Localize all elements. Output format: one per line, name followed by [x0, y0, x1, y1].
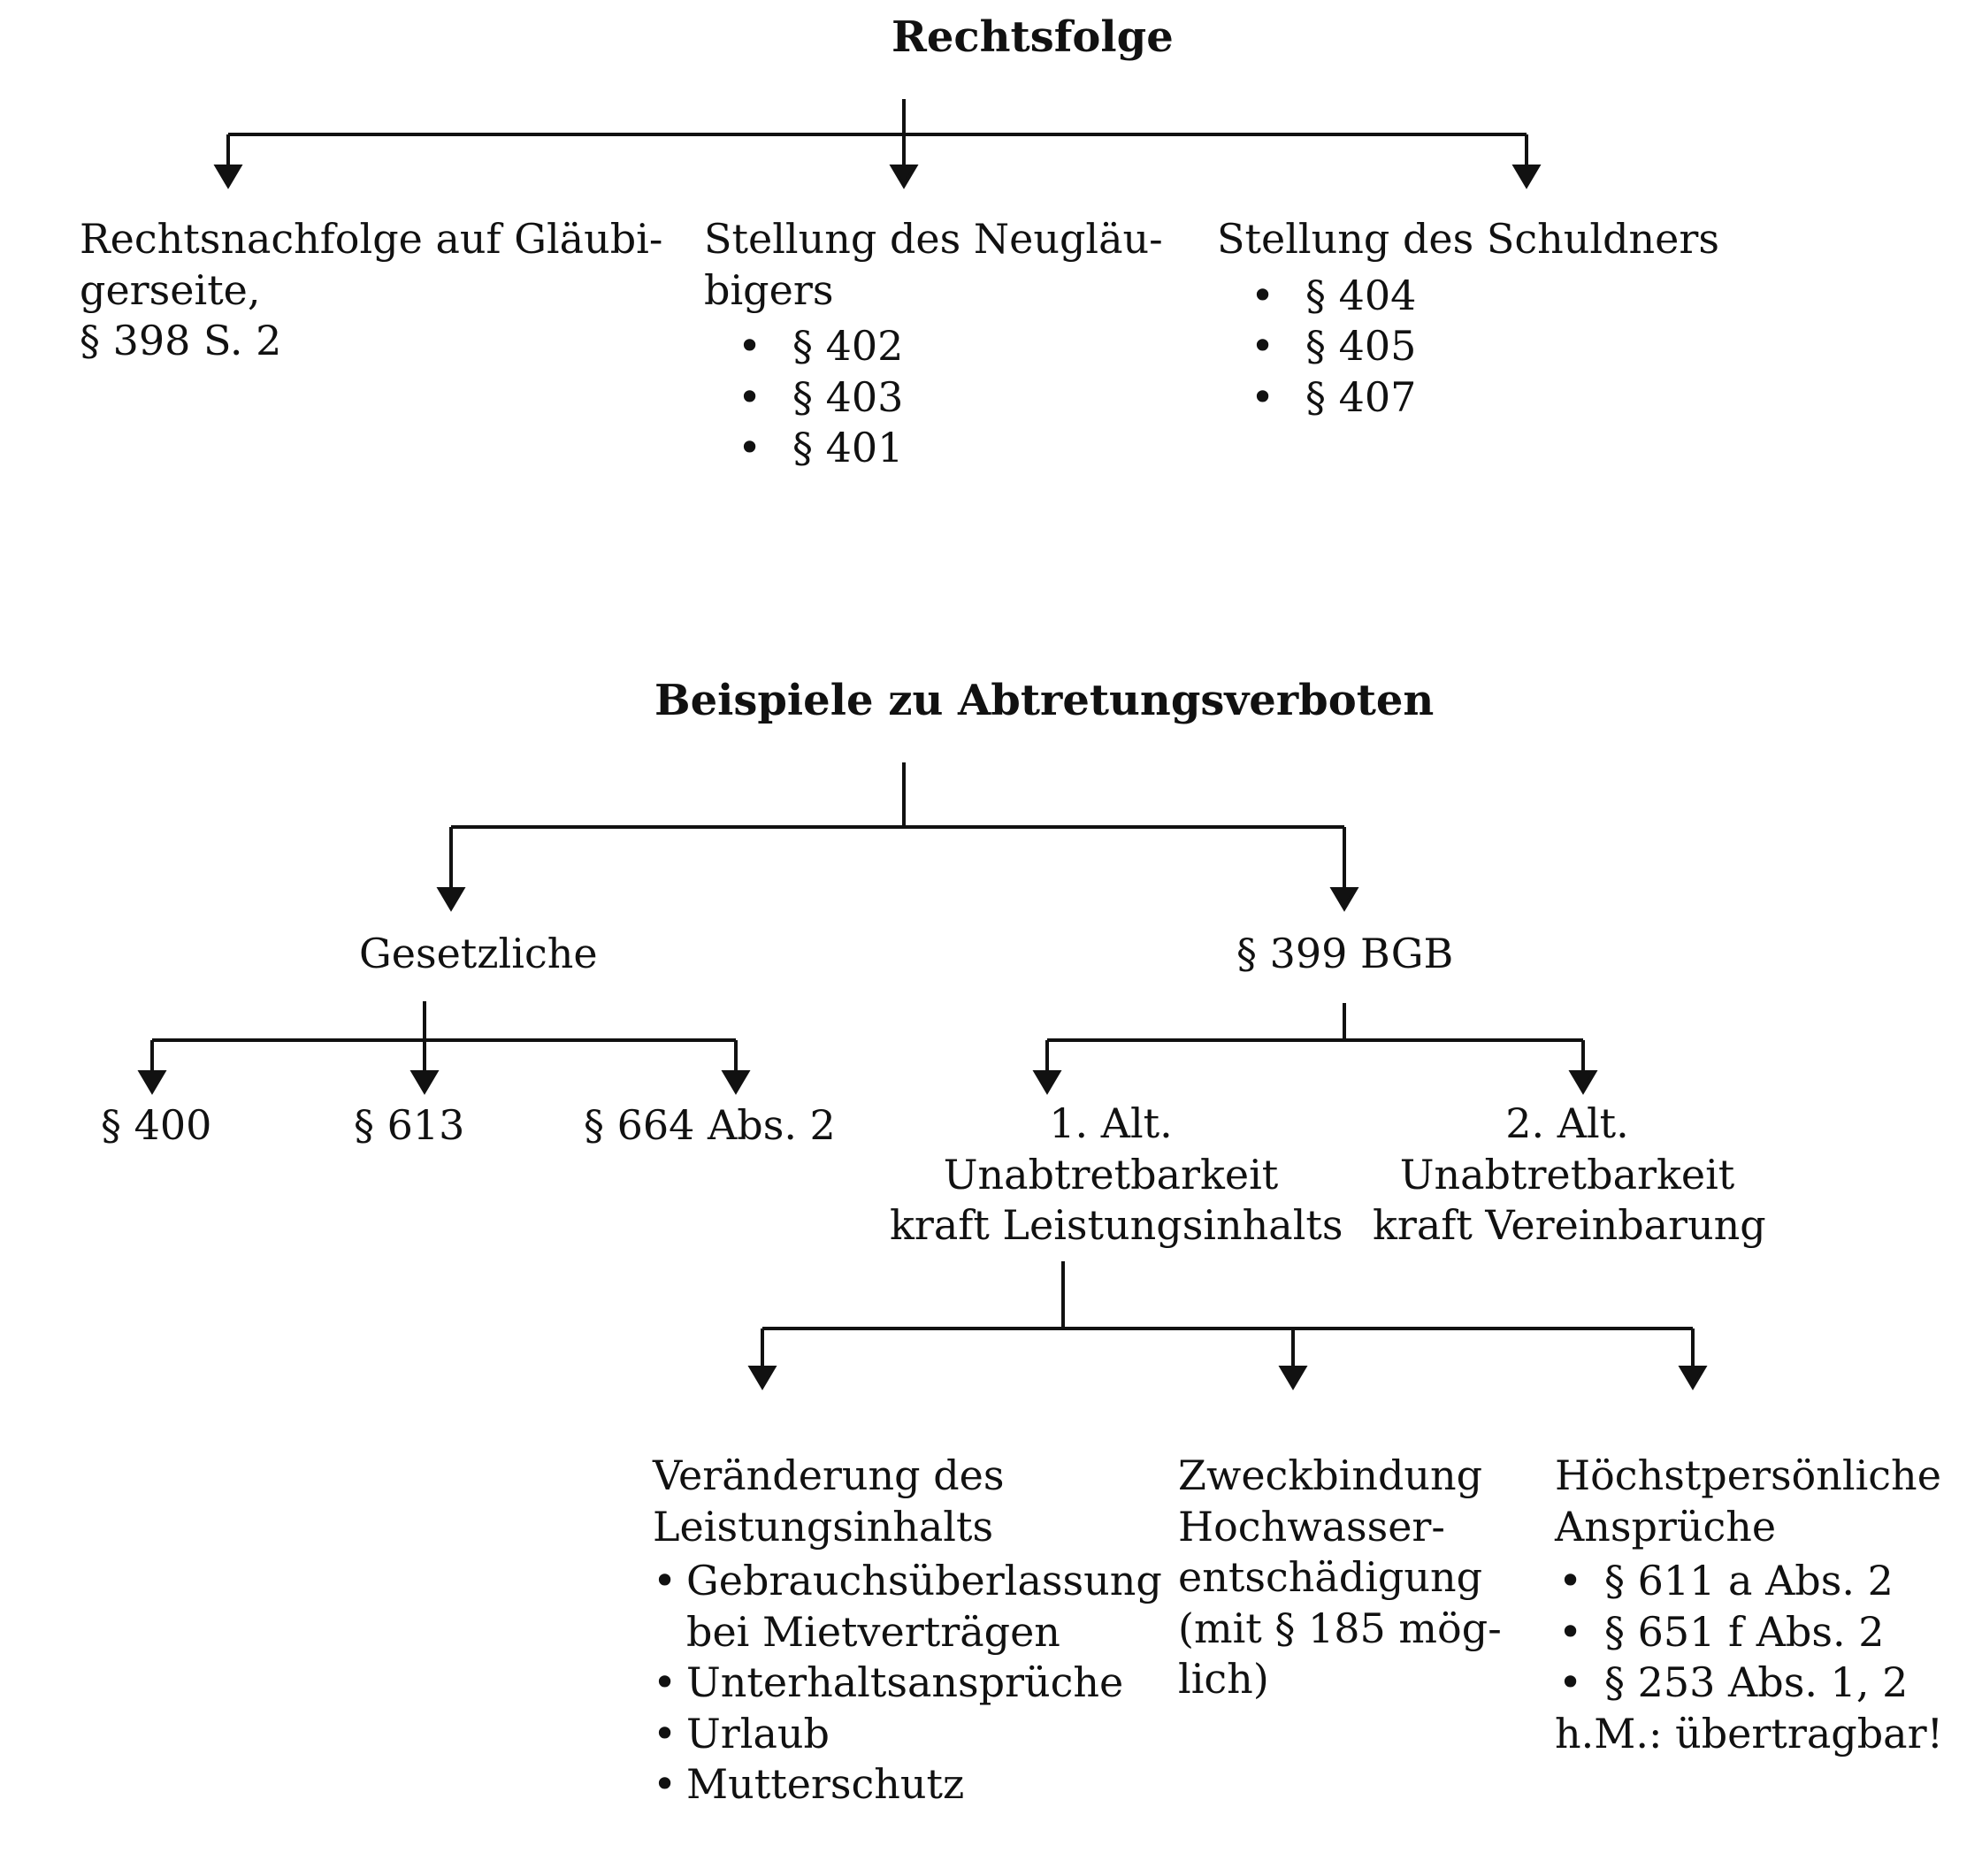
node-line: Unabtretbarkeit	[943, 1150, 1279, 1198]
bullet-list: § 404 § 405 § 407	[1217, 271, 1719, 424]
list-item: § 404	[1217, 271, 1719, 322]
node-line: Leistungsinhalts	[653, 1502, 994, 1551]
list-item-continuation: bei Mietverträgen	[686, 1607, 1060, 1656]
node-line: lich)	[1178, 1655, 1269, 1703]
node-613: § 613	[354, 1101, 465, 1149]
list-item: Mutterschutz	[653, 1759, 1162, 1811]
list-item-text: Gebrauchsüberlassung	[686, 1557, 1162, 1604]
d2-arrowhead-gesetzliche	[436, 887, 466, 912]
node-rechtsnachfolge: Rechtsnachfolge auf Gläubi- gerseite, § …	[80, 214, 662, 367]
d1-arrowhead-left	[213, 165, 243, 189]
node-line: entschädigung	[1178, 1553, 1483, 1601]
node-line: Stellung des Schuldners	[1217, 215, 1719, 263]
node-alt2: 2. Alt. Unabtretbarkeit kraft Vereinbaru…	[1373, 1099, 1766, 1252]
bullet-list: Gebrauchsüberlassung bei Mietverträgen U…	[653, 1556, 1162, 1811]
node-line: Ansprüche	[1555, 1502, 1777, 1551]
d1-arrowhead-right	[1511, 165, 1542, 189]
rechtsfolge-title: Rechtsfolge	[892, 12, 1174, 62]
list-item: § 651 f Abs. 2	[1555, 1607, 1943, 1658]
node-neuglaeubiger: Stellung des Neugläu- bigers § 402 § 403…	[704, 214, 1163, 474]
list-item: § 403	[704, 372, 1163, 424]
d2-arrowhead-alt1	[1032, 1070, 1062, 1095]
bullet-list: § 402 § 403 § 401	[704, 321, 1163, 474]
node-400: § 400	[101, 1101, 212, 1149]
d2-arrowhead-400	[137, 1070, 167, 1095]
node-note: h.M.: übertragbar!	[1555, 1709, 1944, 1757]
node-399-bgb: § 399 BGB	[1236, 930, 1454, 977]
node-line: Höchstpersönliche	[1555, 1451, 1941, 1499]
list-item: § 611 a Abs. 2	[1555, 1556, 1943, 1607]
node-gesetzliche: Gesetzliche	[359, 930, 598, 977]
node-line: Hochwasser-	[1178, 1502, 1445, 1551]
node-664: § 664 Abs. 2	[584, 1101, 836, 1149]
list-item: § 401	[704, 423, 1163, 474]
list-item: Urlaub	[653, 1709, 1162, 1760]
list-item: Gebrauchsüberlassung bei Mietverträgen	[653, 1556, 1162, 1658]
d2-arrowhead-613	[409, 1070, 440, 1095]
d2-arrowhead-bgb	[1329, 887, 1359, 912]
list-item: § 407	[1217, 372, 1719, 424]
d1-arrowhead-middle	[889, 165, 919, 189]
abtretungsverbote-title: Beispiele zu Abtretungsverboten	[654, 676, 1435, 725]
list-item: § 253 Abs. 1, 2	[1555, 1658, 1943, 1709]
node-line: gerseite,	[80, 265, 261, 314]
d2-arrowhead-hoechst	[1678, 1366, 1708, 1390]
node-line: § 398 S. 2	[80, 317, 282, 364]
bullet-list: § 611 a Abs. 2 § 651 f Abs. 2 § 253 Abs.…	[1555, 1556, 1943, 1709]
list-item: Unterhaltsansprüche	[653, 1658, 1162, 1709]
node-line: Unabtretbarkeit	[1399, 1150, 1735, 1198]
node-line: Zweckbindung	[1178, 1451, 1483, 1499]
d2-arrowhead-zweck	[1278, 1366, 1308, 1390]
node-line: 1. Alt.	[1049, 1099, 1173, 1147]
node-hoechstpersoenlich: Höchstpersönliche Ansprüche § 611 a Abs.…	[1555, 1451, 1943, 1759]
node-line: Stellung des Neugläu-	[704, 215, 1163, 263]
node-line: bigers	[704, 265, 834, 314]
node-line: 2. Alt.	[1505, 1099, 1629, 1147]
d2-arrowhead-alt2	[1568, 1070, 1598, 1095]
node-line: kraft Leistungsinhalts	[890, 1201, 1343, 1249]
d2-arrowhead-664	[721, 1070, 751, 1095]
node-line: Rechtsnachfolge auf Gläubi-	[80, 215, 663, 263]
node-zweckbindung: Zweckbindung Hochwasser- entschädigung (…	[1178, 1451, 1502, 1705]
d2-arrowhead-veraenderung	[747, 1366, 777, 1390]
node-alt1: 1. Alt. Unabtretbarkeit kraft Leistungsi…	[890, 1099, 1343, 1252]
list-item: § 402	[704, 321, 1163, 372]
node-veraenderung: Veränderung des Leistungsinhalts Gebrauc…	[653, 1451, 1162, 1811]
node-line: Veränderung des	[653, 1451, 1005, 1499]
list-item: § 405	[1217, 321, 1719, 372]
node-line: kraft Vereinbarung	[1373, 1201, 1766, 1249]
node-line: (mit § 185 mög-	[1178, 1604, 1502, 1652]
node-schuldner: Stellung des Schuldners § 404 § 405 § 40…	[1217, 214, 1719, 423]
